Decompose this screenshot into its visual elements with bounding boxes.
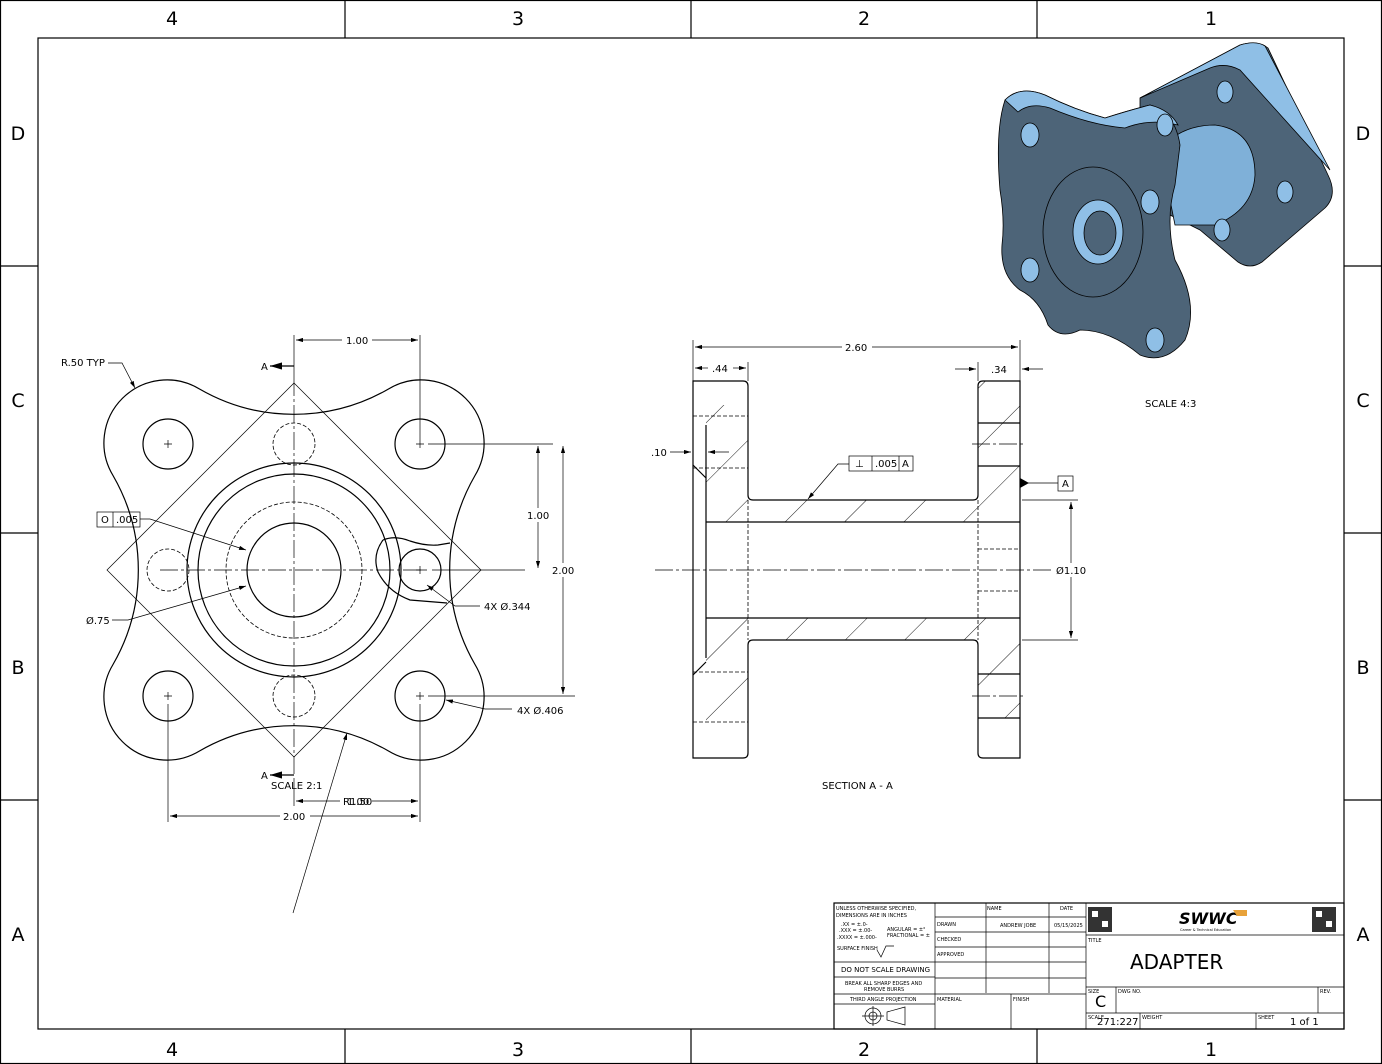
zone-col: 1 (1205, 1039, 1217, 1061)
dim-chamfer: .10 (651, 448, 667, 459)
break-edges: REMOVE BURRS (864, 987, 904, 993)
zone-row: B (11, 657, 24, 679)
zone-col: 3 (512, 1039, 524, 1061)
section-hatch (706, 381, 1020, 735)
section-view: 2.60 .44 .34 .10 ⊥ .005 A A Ø1.10 SECTIO… (651, 340, 1090, 792)
zone-col: 4 (166, 1039, 178, 1061)
date-header: DATE (1060, 906, 1073, 912)
name-header: NAME (987, 906, 1002, 912)
title-label: TITLE (1087, 938, 1102, 944)
logo-subtitle: Career & Technical Education (1180, 928, 1231, 932)
surface-finish-icon (876, 945, 894, 958)
dim-bottom-width: 2.00 (283, 812, 305, 823)
size-label: SIZE (1088, 989, 1099, 995)
section-marker-bottom: A (261, 771, 268, 782)
dim-bottom-half: 1.00 (347, 797, 369, 808)
material-label: MATERIAL (937, 997, 962, 1003)
zone-labels: 4 3 2 1 4 3 2 1 D C B A D C B A (11, 8, 1371, 1061)
break-edges: BREAK ALL SHARP EDGES AND (845, 981, 922, 987)
zone-row: A (12, 924, 25, 946)
zone-col: 2 (858, 8, 870, 30)
zone-row: D (1356, 123, 1371, 145)
third-angle-projection-icon (862, 1006, 906, 1026)
zone-row: B (1356, 657, 1369, 679)
dim-left-flange: .44 (712, 364, 728, 375)
dim-vert-full: 2.00 (552, 566, 574, 577)
sheet-scale: 271:227 (1097, 1017, 1139, 1028)
dim-large-hole: 4X Ø.406 (517, 705, 564, 717)
tol-fractional: FRACTIONAL = ± (887, 933, 930, 939)
dwg-no-label: DWG NO. (1118, 989, 1142, 995)
rev-label: REV. (1320, 989, 1331, 995)
zone-col: 3 (512, 8, 524, 30)
dim-right-flange: .34 (991, 365, 1007, 376)
tol-angular: ANGULAR = ±° (887, 927, 926, 933)
zone-col: 4 (166, 8, 178, 30)
dim-overall-length: 2.60 (845, 343, 867, 354)
perpendicularity-fcf: ⊥ .005 A (848, 455, 914, 472)
section-marker-top: A (261, 362, 268, 373)
flange-outline (103, 379, 485, 761)
finish-label: FINISH (1013, 997, 1030, 1003)
tol-xxxx: .XXXX = ±.000- (837, 935, 877, 941)
approved-label: APPROVED (937, 952, 964, 958)
weight-label: WEIGHT (1142, 1015, 1163, 1021)
drawing-title: ADAPTER (1130, 950, 1223, 974)
section-label: SECTION A - A (822, 781, 893, 792)
sheet-number: 1 of 1 (1290, 1017, 1319, 1028)
datum-a: A (1062, 479, 1069, 490)
front-view-scale: SCALE 2:1 (271, 781, 322, 792)
zone-row: D (11, 123, 26, 145)
dim-vert-half: 1.00 (527, 511, 549, 522)
dim-tube-dia: Ø1.10 (1056, 565, 1086, 577)
checked-label: CHECKED (937, 937, 961, 943)
tolerance-note: UNLESS OTHERWISE SPECIFIED, (836, 906, 916, 912)
zone-row: C (11, 390, 24, 412)
projection: THIRD ANGLE PROJECTION (849, 997, 917, 1003)
dim-corner-radius: R.50 TYP (61, 358, 105, 369)
tol-xxx: .XXX = ±.00- (839, 928, 872, 934)
title-block: UNLESS OTHERWISE SPECIFIED, DIMENSIONS A… (833, 902, 1345, 1030)
iso-view (997, 42, 1333, 359)
datum-a-box (1057, 475, 1074, 492)
swwc-logo: SWWC (1179, 909, 1238, 928)
iso-view-scale: SCALE 4:3 (1145, 399, 1196, 410)
scale-label: SCALE (1088, 1015, 1104, 1021)
svg-text:.005: .005 (116, 515, 138, 526)
zone-row: A (1357, 924, 1370, 946)
circularity-fcf: O .005 (96, 511, 141, 528)
svg-text:⊥: ⊥ (855, 459, 864, 470)
zone-col: 2 (858, 1039, 870, 1061)
qr-code-icon (1088, 907, 1112, 932)
sheet-size: C (1095, 992, 1106, 1011)
svg-text:A: A (902, 459, 909, 470)
tolerance-note: DIMENSIONS ARE IN INCHES (836, 913, 907, 919)
drawn-label: DRAWN (937, 922, 956, 928)
drawn-date: 05/15/2025 (1054, 923, 1083, 929)
corner-hole (142, 418, 194, 470)
surface-finish: SURFACE FINISH (837, 946, 878, 952)
tol-xx: .XX = ±.0- (841, 922, 868, 928)
do-not-scale: DO NOT SCALE DRAWING (841, 966, 930, 974)
slot-cut (375, 537, 451, 604)
svg-text:.005: .005 (875, 459, 897, 470)
sheet-label: SHEET (1258, 1015, 1275, 1021)
logo-arrow-icon (1233, 910, 1247, 916)
dim-top-width: 1.00 (346, 336, 368, 347)
zone-row: C (1356, 390, 1369, 412)
svg-text:O: O (101, 515, 109, 526)
dim-small-hole: 4X Ø.344 (484, 601, 531, 613)
qr-code-icon (1312, 907, 1336, 932)
dim-bore-dia: Ø.75 (86, 615, 110, 627)
dim-arc-radius: R1.50 (343, 797, 372, 808)
drawn-name: ANDREW JOBE (1000, 923, 1036, 929)
zone-col: 1 (1205, 8, 1217, 30)
front-view: A A SCALE 2:1 1.00 R.50 TYP O .005 Ø.75 … (61, 333, 577, 914)
